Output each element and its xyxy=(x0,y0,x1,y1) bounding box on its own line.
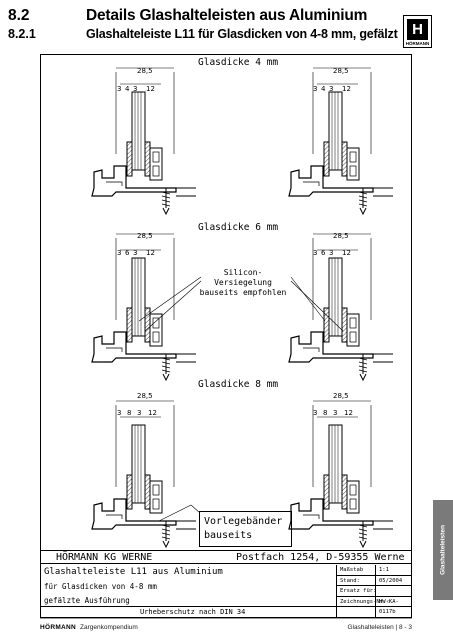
title-block-grid: Maßstab 1:1 Stand: 05/2004 Ersatz für: Z… xyxy=(336,565,412,618)
dim-total-left: 28,5 xyxy=(137,67,153,75)
hormann-logo: H HÖRMANN xyxy=(403,15,432,48)
vorlege-line1: Vorlegebänder xyxy=(204,516,283,527)
vorlege-line2: bauseits xyxy=(204,530,253,541)
tb-value: 05/2004 xyxy=(379,577,403,584)
dim-value: 3 xyxy=(117,249,122,257)
dim-value: 12 xyxy=(146,249,155,257)
tb-key: Zeichnungs-Nr.: xyxy=(340,598,390,605)
dim-value: 6 xyxy=(125,249,130,257)
dim-total-right: 28,5 xyxy=(333,232,349,240)
tb-key: Maßstab xyxy=(340,567,364,573)
logo-mark: H xyxy=(407,19,428,40)
side-tab-label: Glashalteleisten xyxy=(439,525,447,575)
dim-value: 12 xyxy=(148,409,157,417)
footer-divider xyxy=(40,618,412,619)
footer-subtitle: Zargenkompendium xyxy=(80,624,138,631)
silicon-note-line2: bauseits empfohlen xyxy=(199,288,287,297)
tb-key: Stand: xyxy=(340,577,360,584)
dim-value: 3 xyxy=(117,85,122,93)
vorlegebaender-note: Vorlegebänder bauseits xyxy=(199,511,292,547)
dim-total-right: 28,5 xyxy=(333,392,349,400)
dim-value: 3 xyxy=(133,85,138,93)
company-name: HÖRMANN KG WERNE xyxy=(56,552,153,563)
drawing-title: Glashalteleiste L11 aus Aluminium xyxy=(44,567,223,577)
section-title: Details Glashalteleisten aus Aluminium xyxy=(86,7,368,24)
tb-row-date: Stand: 05/2004 xyxy=(337,576,412,587)
dim-value: 8 xyxy=(323,409,328,417)
dim-value: 12 xyxy=(342,85,351,93)
divider xyxy=(41,606,336,607)
tb-value: 1:1 xyxy=(379,567,389,573)
section-number: 8.2 xyxy=(8,7,30,24)
footer-page-info: Glashalteleisten | 8 - 3 xyxy=(347,624,412,631)
dim-value: 8 xyxy=(127,409,132,417)
drawing-subtitle: für Glasdicken von 4-8 mm xyxy=(44,582,157,591)
tb-row-replacement: Ersatz für: xyxy=(337,586,412,597)
dim-value: 3 xyxy=(313,409,318,417)
dim-value: 3 xyxy=(313,85,318,93)
drawing-variant: gefälzte Ausführung xyxy=(44,596,130,605)
dim-value: 3 xyxy=(329,249,334,257)
silicon-note-line1: Silicon-Versiegelung xyxy=(214,268,272,287)
dim-value: 4 xyxy=(321,85,326,93)
tb-row-drawing-no: Zeichnungs-Nr.: HW-KA-0117b xyxy=(337,597,412,615)
silicon-note: Silicon-Versiegelung bauseits empfohlen xyxy=(195,268,291,298)
copyright-note: Urheberschutz nach DIN 34 xyxy=(140,608,246,616)
tb-key: Ersatz für: xyxy=(340,588,377,595)
divider xyxy=(375,565,376,618)
drawing-frame xyxy=(40,54,412,618)
dim-value: 3 xyxy=(313,249,318,257)
dim-value: 12 xyxy=(344,409,353,417)
dim-value: 6 xyxy=(321,249,326,257)
dim-value: 3 xyxy=(333,409,338,417)
company-address: Postfach 1254, D-59355 Werne xyxy=(236,552,405,563)
section-title-4mm: Glasdicke 4 mm xyxy=(198,57,279,68)
dim-total-left: 28,5 xyxy=(137,232,153,240)
tb-value: HW-KA-0117b xyxy=(379,598,399,615)
dim-value: 12 xyxy=(146,85,155,93)
logo-text: HÖRMANN xyxy=(405,41,430,46)
section-title-6mm: Glasdicke 6 mm xyxy=(198,222,279,233)
dim-total-right: 28,5 xyxy=(333,67,349,75)
chapter-side-tab: Glashalteleisten xyxy=(433,500,453,600)
dim-value: 12 xyxy=(342,249,351,257)
dim-value: 3 xyxy=(133,249,138,257)
dim-value: 4 xyxy=(125,85,130,93)
dim-total-left: 28,5 xyxy=(137,392,153,400)
title-block-header xyxy=(41,550,411,564)
subsection-title: Glashalteleiste L11 für Glasdicken von 4… xyxy=(86,27,398,41)
technical-drawing xyxy=(91,67,394,548)
dim-value: 3 xyxy=(329,85,334,93)
dim-value: 3 xyxy=(117,409,122,417)
footer-brand: HÖRMANN xyxy=(40,624,77,631)
section-title-8mm: Glasdicke 8 mm xyxy=(198,379,279,390)
dim-value: 3 xyxy=(137,409,142,417)
tb-row-scale: Maßstab 1:1 xyxy=(337,565,412,576)
subsection-number: 8.2.1 xyxy=(8,27,36,41)
